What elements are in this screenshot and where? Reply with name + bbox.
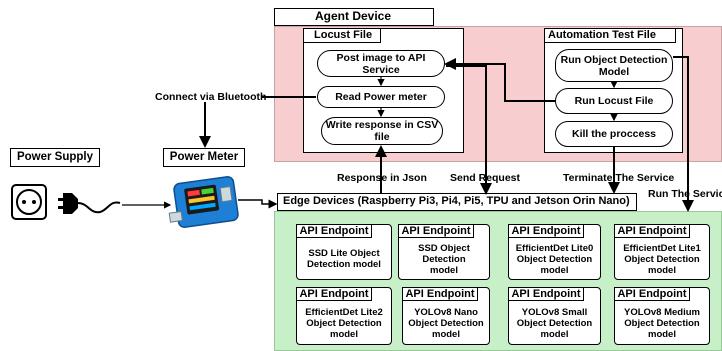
agent-device-title: Agent Device <box>274 8 434 26</box>
meter-to-edge-line <box>238 199 278 209</box>
power-supply-box: Power Supply <box>10 148 100 167</box>
run-object-detection-step: Run Object Detection Model <box>555 49 673 82</box>
endpoint-model-label: EfficientDet Lite0 Object Detection mode… <box>515 242 594 276</box>
run-service-line <box>673 56 694 212</box>
endpoint-model-label: EfficientDet Lite2 Object Detection mode… <box>305 306 383 340</box>
endpoint-model-label: EfficientDet Lite1 Object Detection mode… <box>623 242 701 276</box>
run-service-label: Run The Service <box>648 188 722 200</box>
endpoint-model-label: SSD Lite Object Detection model <box>307 248 381 270</box>
terminate-service-label: Terminate The Service <box>563 172 675 184</box>
api-endpoint-title: API Endpoint <box>614 224 690 238</box>
edge-devices-box: Edge Devices (Raspberry Pi3, Pi4, Pi5, T… <box>277 193 637 211</box>
run-locust-file-step: Run Locust File <box>555 88 673 114</box>
api-endpoint-title: API Endpoint <box>398 224 474 238</box>
locust-file-title: Locust File <box>303 28 381 43</box>
api-endpoint-title: API Endpoint <box>508 224 584 238</box>
usb-power-meter-device <box>168 176 239 228</box>
connect-bluetooth-label: Connect via Bluetooth <box>155 91 267 103</box>
api-endpoint-title: API Endpoint <box>402 287 478 301</box>
api-endpoint-title: API Endpoint <box>296 224 372 238</box>
api-endpoint-title: API Endpoint <box>296 287 372 301</box>
post-image-step: Post image to API Service <box>317 50 445 77</box>
automation-test-file-title: Automation Test File <box>544 28 676 43</box>
power-plug-icon <box>58 193 121 214</box>
send-request-line <box>446 65 492 195</box>
endpoint-model-label: YOLOv8 Nano Object Detection model <box>408 306 484 340</box>
link-run-locust-to-post <box>444 58 555 102</box>
write-response-step: Write response in CSV file <box>321 117 443 145</box>
api-endpoint-title: API Endpoint <box>508 287 584 301</box>
power-meter-box: Power Meter <box>163 148 245 167</box>
wall-socket-icon <box>11 184 47 220</box>
read-power-meter-step: Read Power meter <box>317 86 445 108</box>
api-endpoint-title: API Endpoint <box>614 287 690 301</box>
endpoint-model-label: SSD Object Detection model <box>418 242 470 276</box>
endpoint-model-label: YOLOv8 Small Object Detection model <box>516 306 593 340</box>
kill-process-step: Kill the proccess <box>555 121 673 147</box>
endpoint-model-label: YOLOv8 Medium Object Detection model <box>623 306 700 340</box>
